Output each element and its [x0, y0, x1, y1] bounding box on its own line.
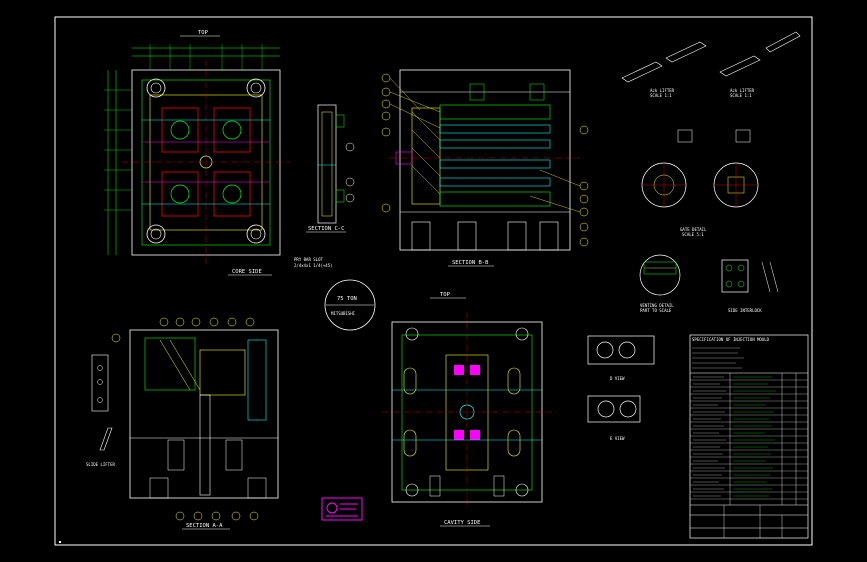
- pry-slot-label-2: 2/4x4x1 1/4(+45): [294, 263, 333, 268]
- section-cc-label: SECTION C-C: [308, 226, 344, 232]
- core-side-label: CORE SIDE: [232, 269, 262, 275]
- venting-detail[interactable]: VENTING DETAIL PART TO SCALE: [639, 254, 681, 313]
- side-interlock-label: SIDE INTERLOCK: [728, 308, 762, 313]
- side-interlock[interactable]: SIDE INTERLOCK: [721, 259, 779, 313]
- lifter-1-sub: SCALE 1:1: [650, 93, 672, 98]
- gate-detail-label-1: GATE DETAIL: [680, 227, 707, 232]
- stamp-maker: MITSUBISHI: [331, 311, 356, 316]
- spec-table[interactable]: SPECIFICATION OF INJECTION MOULD: [689, 334, 809, 539]
- top-left-label: TOP: [198, 30, 209, 36]
- top-mid-label: TOP: [440, 292, 451, 298]
- sheet-border: [54, 16, 813, 546]
- section-cc-view[interactable]: SECTION C-C: [306, 104, 355, 233]
- lifter-1-label: Ack LIFTER: [650, 88, 675, 93]
- spec-table-header: SPECIFICATION OF INJECTION MOULD: [692, 337, 770, 342]
- cavity-side-view[interactable]: TOP CAVITY SIDE: [382, 292, 552, 527]
- lifter-2-sub: SCALE 1:1: [730, 93, 752, 98]
- d-view[interactable]: D VIEW: [587, 335, 655, 381]
- section-bb-label: SECTION B-B: [452, 260, 489, 266]
- d-view-label: D VIEW: [610, 376, 625, 381]
- vent-detail-label-1: VENTING DETAIL: [640, 303, 674, 308]
- core-side-view[interactable]: TOP: [104, 30, 333, 276]
- section-aa-view[interactable]: SECTION A-A: [129, 317, 279, 530]
- gate-detail[interactable]: GATE DETAIL SCALE 5:1: [641, 129, 759, 237]
- gate-detail-label-2: SCALE 5:1: [682, 232, 704, 237]
- slide-lifter-label: SLIDE LIFTER: [86, 462, 115, 467]
- vent-detail-label-2: PART TO SCALE: [640, 308, 672, 313]
- stamp-tons: 75 TON: [337, 296, 357, 302]
- section-aa-label: SECTION A-A: [186, 523, 223, 529]
- logo-block: [321, 497, 363, 521]
- machine-stamp: 75 TON MITSUBISHI: [324, 279, 376, 331]
- lifter-details[interactable]: Ack LIFTER SCALE 1:1 Ack LIFTER SCALE 1:…: [621, 31, 801, 98]
- pry-slot-label-1: PRY BAR SLOT: [294, 257, 323, 262]
- slide-lifter-view[interactable]: SLIDE LIFTER: [86, 333, 121, 467]
- section-bb-view[interactable]: SECTION B-B: [381, 69, 589, 267]
- e-view-label: E VIEW: [610, 436, 625, 441]
- ucs-marker: [59, 541, 61, 543]
- cavity-side-label: CAVITY SIDE: [444, 520, 480, 526]
- lifter-2-label: Ack LIFTER: [730, 88, 755, 93]
- e-view[interactable]: E VIEW: [587, 395, 641, 441]
